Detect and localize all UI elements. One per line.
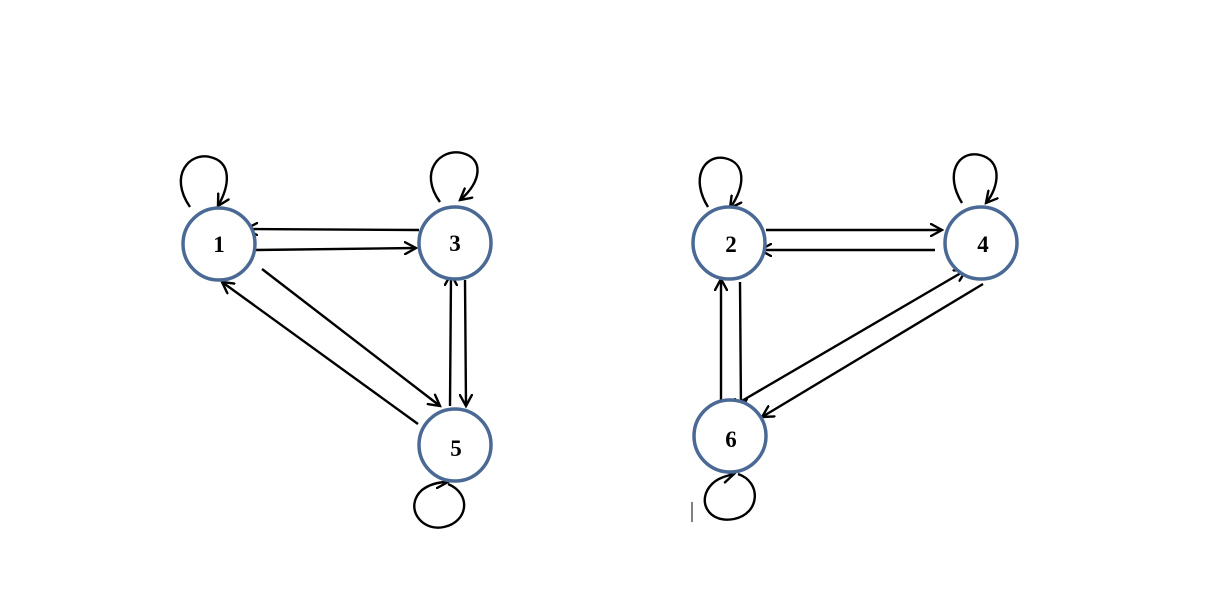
node-circle-4: [943, 205, 1019, 281]
node-circle-2: [691, 205, 767, 281]
node-circle-6: [692, 398, 768, 474]
node-circle-5: [417, 407, 493, 483]
node-3: 3: [417, 205, 493, 281]
node-1: 1: [181, 206, 257, 282]
node-label-4: 4: [977, 232, 989, 257]
node-label-1: 1: [213, 232, 225, 257]
edge-1-5: [261, 268, 440, 406]
edge-2-2: [698, 156, 743, 208]
node-label-5: 5: [450, 436, 462, 461]
node-6: 6: [692, 398, 768, 474]
graph-a: 1 3 5: [179, 151, 493, 529]
edge-4-4: [952, 153, 997, 203]
node-5: 5: [417, 407, 493, 483]
node-circle-1: [181, 206, 257, 282]
edge-6-4: [739, 270, 966, 404]
edge-1-1: [179, 155, 227, 207]
node-label-2: 2: [725, 232, 737, 257]
edge-4-6: [762, 282, 984, 417]
edge-5-3: [450, 274, 451, 407]
node-4: 4: [943, 205, 1019, 281]
edge-5-1: [222, 282, 419, 425]
node-label-6: 6: [725, 427, 737, 452]
edge-3-5: [465, 279, 466, 406]
edge-1-3: [255, 248, 416, 250]
edge-5-5: [413, 482, 466, 529]
node-circle-3: [417, 205, 493, 281]
edge-6-6: [703, 474, 756, 521]
graph-b: 2 4 6: [691, 153, 1019, 521]
edge-3-1: [246, 229, 420, 230]
edge-3-3: [429, 151, 479, 203]
node-label-3: 3: [449, 231, 461, 256]
node-2: 2: [691, 205, 767, 281]
edge-2-6: [740, 281, 741, 410]
